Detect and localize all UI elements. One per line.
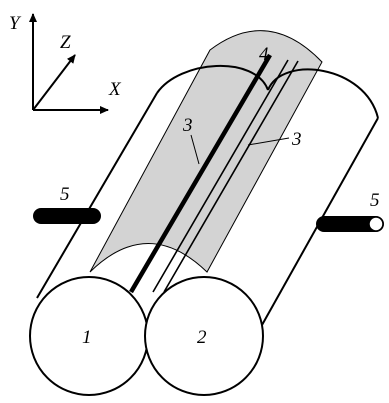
shaft-left xyxy=(33,208,101,224)
shaft-right-end xyxy=(368,216,384,232)
leader-line-right xyxy=(247,137,290,146)
roll-left-far-end xyxy=(156,64,269,94)
z-axis-arrow xyxy=(32,54,76,111)
leader-line-left xyxy=(190,134,200,165)
contact-lines xyxy=(129,53,299,294)
roll-left-top-edge xyxy=(36,92,158,299)
band-number: 4 xyxy=(259,44,269,65)
x-axis-label: X xyxy=(108,79,122,100)
line-left-number: 3 xyxy=(182,115,193,136)
contact-line-thin-b xyxy=(163,60,299,293)
contact-line-thick xyxy=(129,53,272,294)
roll-right-number: 2 xyxy=(197,327,207,348)
contact-line-thin-a xyxy=(152,59,289,293)
shaft-left-number: 5 xyxy=(60,184,70,205)
y-axis-label: Y xyxy=(9,13,22,34)
line-right-number: 3 xyxy=(291,129,302,150)
shaft-right-number: 5 xyxy=(370,190,380,211)
coordinate-axes: Y Z X xyxy=(9,13,122,114)
shaft-right xyxy=(316,216,384,232)
z-axis-label: Z xyxy=(60,32,71,53)
roll-right-face xyxy=(144,276,264,396)
band-strip xyxy=(89,30,323,273)
roll-left-number: 1 xyxy=(82,327,92,348)
